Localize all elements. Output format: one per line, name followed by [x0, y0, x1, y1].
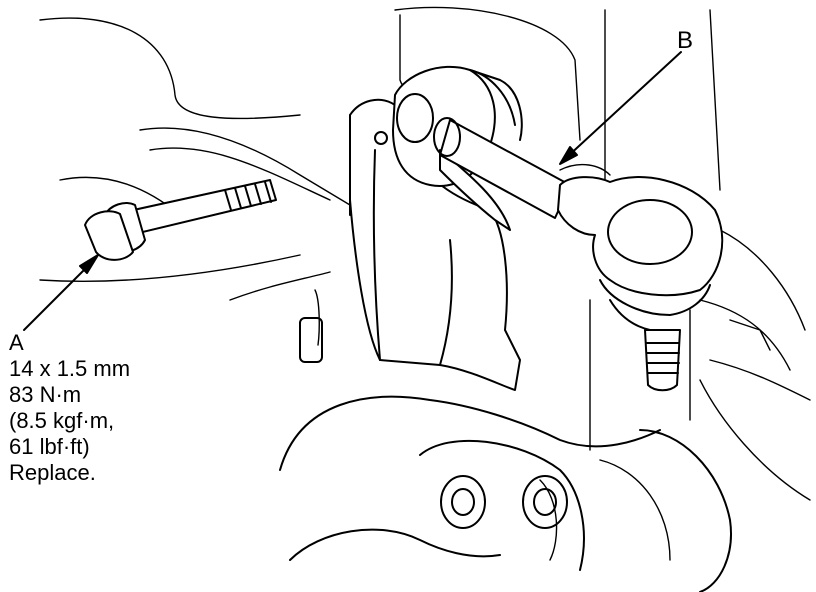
callout-a-torque-kgf: (8.5 kgf·m, [9, 408, 115, 433]
stabilizer-link-rod [433, 117, 724, 333]
body-outline-lines [39, 6, 721, 451]
ball-joint-stud [644, 329, 681, 392]
callout-a: A 14 x 1.5 mm 83 N·m (8.5 kgf·m, 61 lbf·… [9, 330, 130, 486]
knuckle-area [699, 229, 811, 501]
callout-a-torque-lbf: 61 lbf·ft) [9, 434, 90, 459]
callout-b-letter: B [677, 27, 694, 54]
leader-arrow-a [23, 254, 99, 331]
callout-a-size: 14 x 1.5 mm [9, 356, 131, 381]
callout-a-torque-nm: 83 N·m [9, 382, 82, 407]
callout-a-letter: A [9, 330, 24, 355]
flange-bolt [84, 179, 277, 261]
lower-arm [279, 395, 732, 592]
leader-arrow-b [559, 51, 682, 165]
callout-a-note: Replace. [9, 460, 96, 485]
link-bracket [299, 98, 521, 391]
